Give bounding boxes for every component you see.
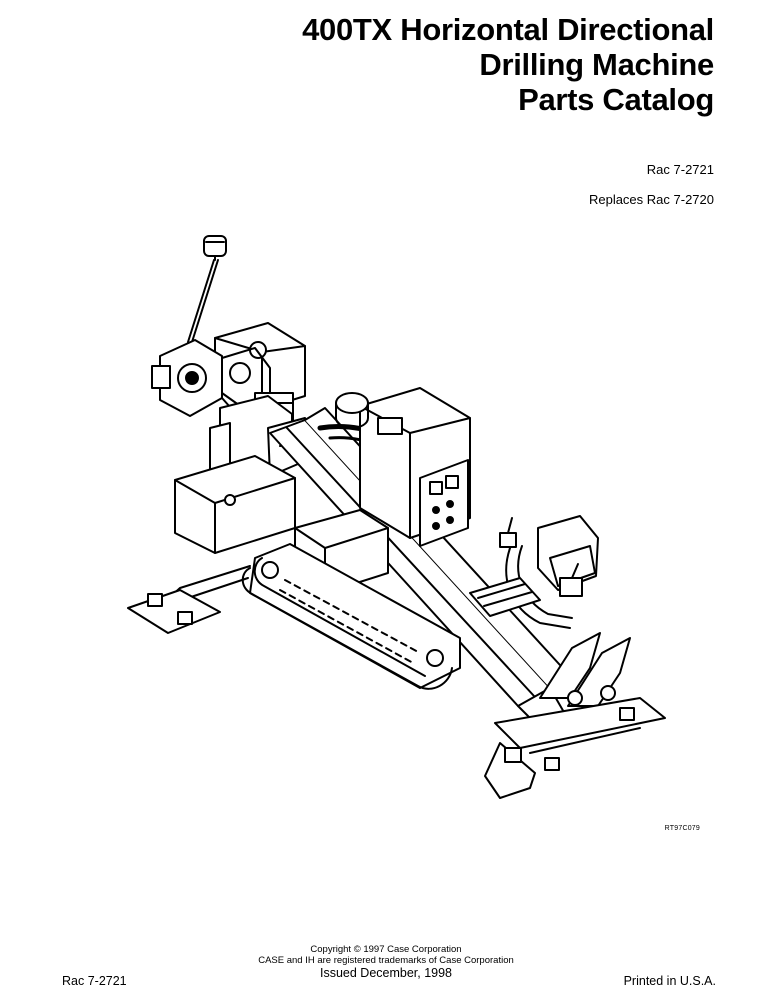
issue-date: Issued December, 1998 bbox=[319, 966, 453, 980]
replaces-note: Replaces Rac 7-2720 bbox=[588, 192, 714, 207]
title-line-2: Drilling Machine bbox=[479, 47, 714, 82]
engine-cap-icon bbox=[249, 341, 267, 359]
beacon-pole bbox=[187, 259, 215, 343]
machine-illustration bbox=[127, 235, 666, 799]
crawler-track bbox=[241, 543, 461, 690]
air-filter-icon bbox=[335, 392, 369, 414]
footer-document-number: Rac 7-2721 bbox=[62, 974, 127, 988]
frame-light-icon bbox=[224, 494, 236, 506]
footer-center-block: Copyright © 1997 Case Corporation CASE a… bbox=[0, 944, 772, 980]
title-line-1: 400TX Horizontal Directional bbox=[302, 12, 714, 47]
trademark-notice: CASE and IH are registered trademarks of… bbox=[258, 955, 514, 966]
title-line-3: Parts Catalog bbox=[518, 82, 714, 117]
operator-seat bbox=[499, 515, 599, 629]
stabilizer-pad-left bbox=[127, 589, 221, 634]
page-title: 400TX Horizontal Directional Drilling Ma… bbox=[302, 12, 714, 117]
main-frame bbox=[174, 455, 296, 554]
document-number: Rac 7-2721 bbox=[646, 162, 714, 177]
vise-wrench bbox=[539, 632, 631, 707]
printed-location: Printed in U.S.A. bbox=[623, 974, 716, 988]
beacon-light-icon bbox=[203, 235, 227, 261]
copyright-notice: Copyright © 1997 Case Corporation bbox=[310, 944, 462, 955]
figure-code: RT97C079 bbox=[664, 825, 700, 832]
